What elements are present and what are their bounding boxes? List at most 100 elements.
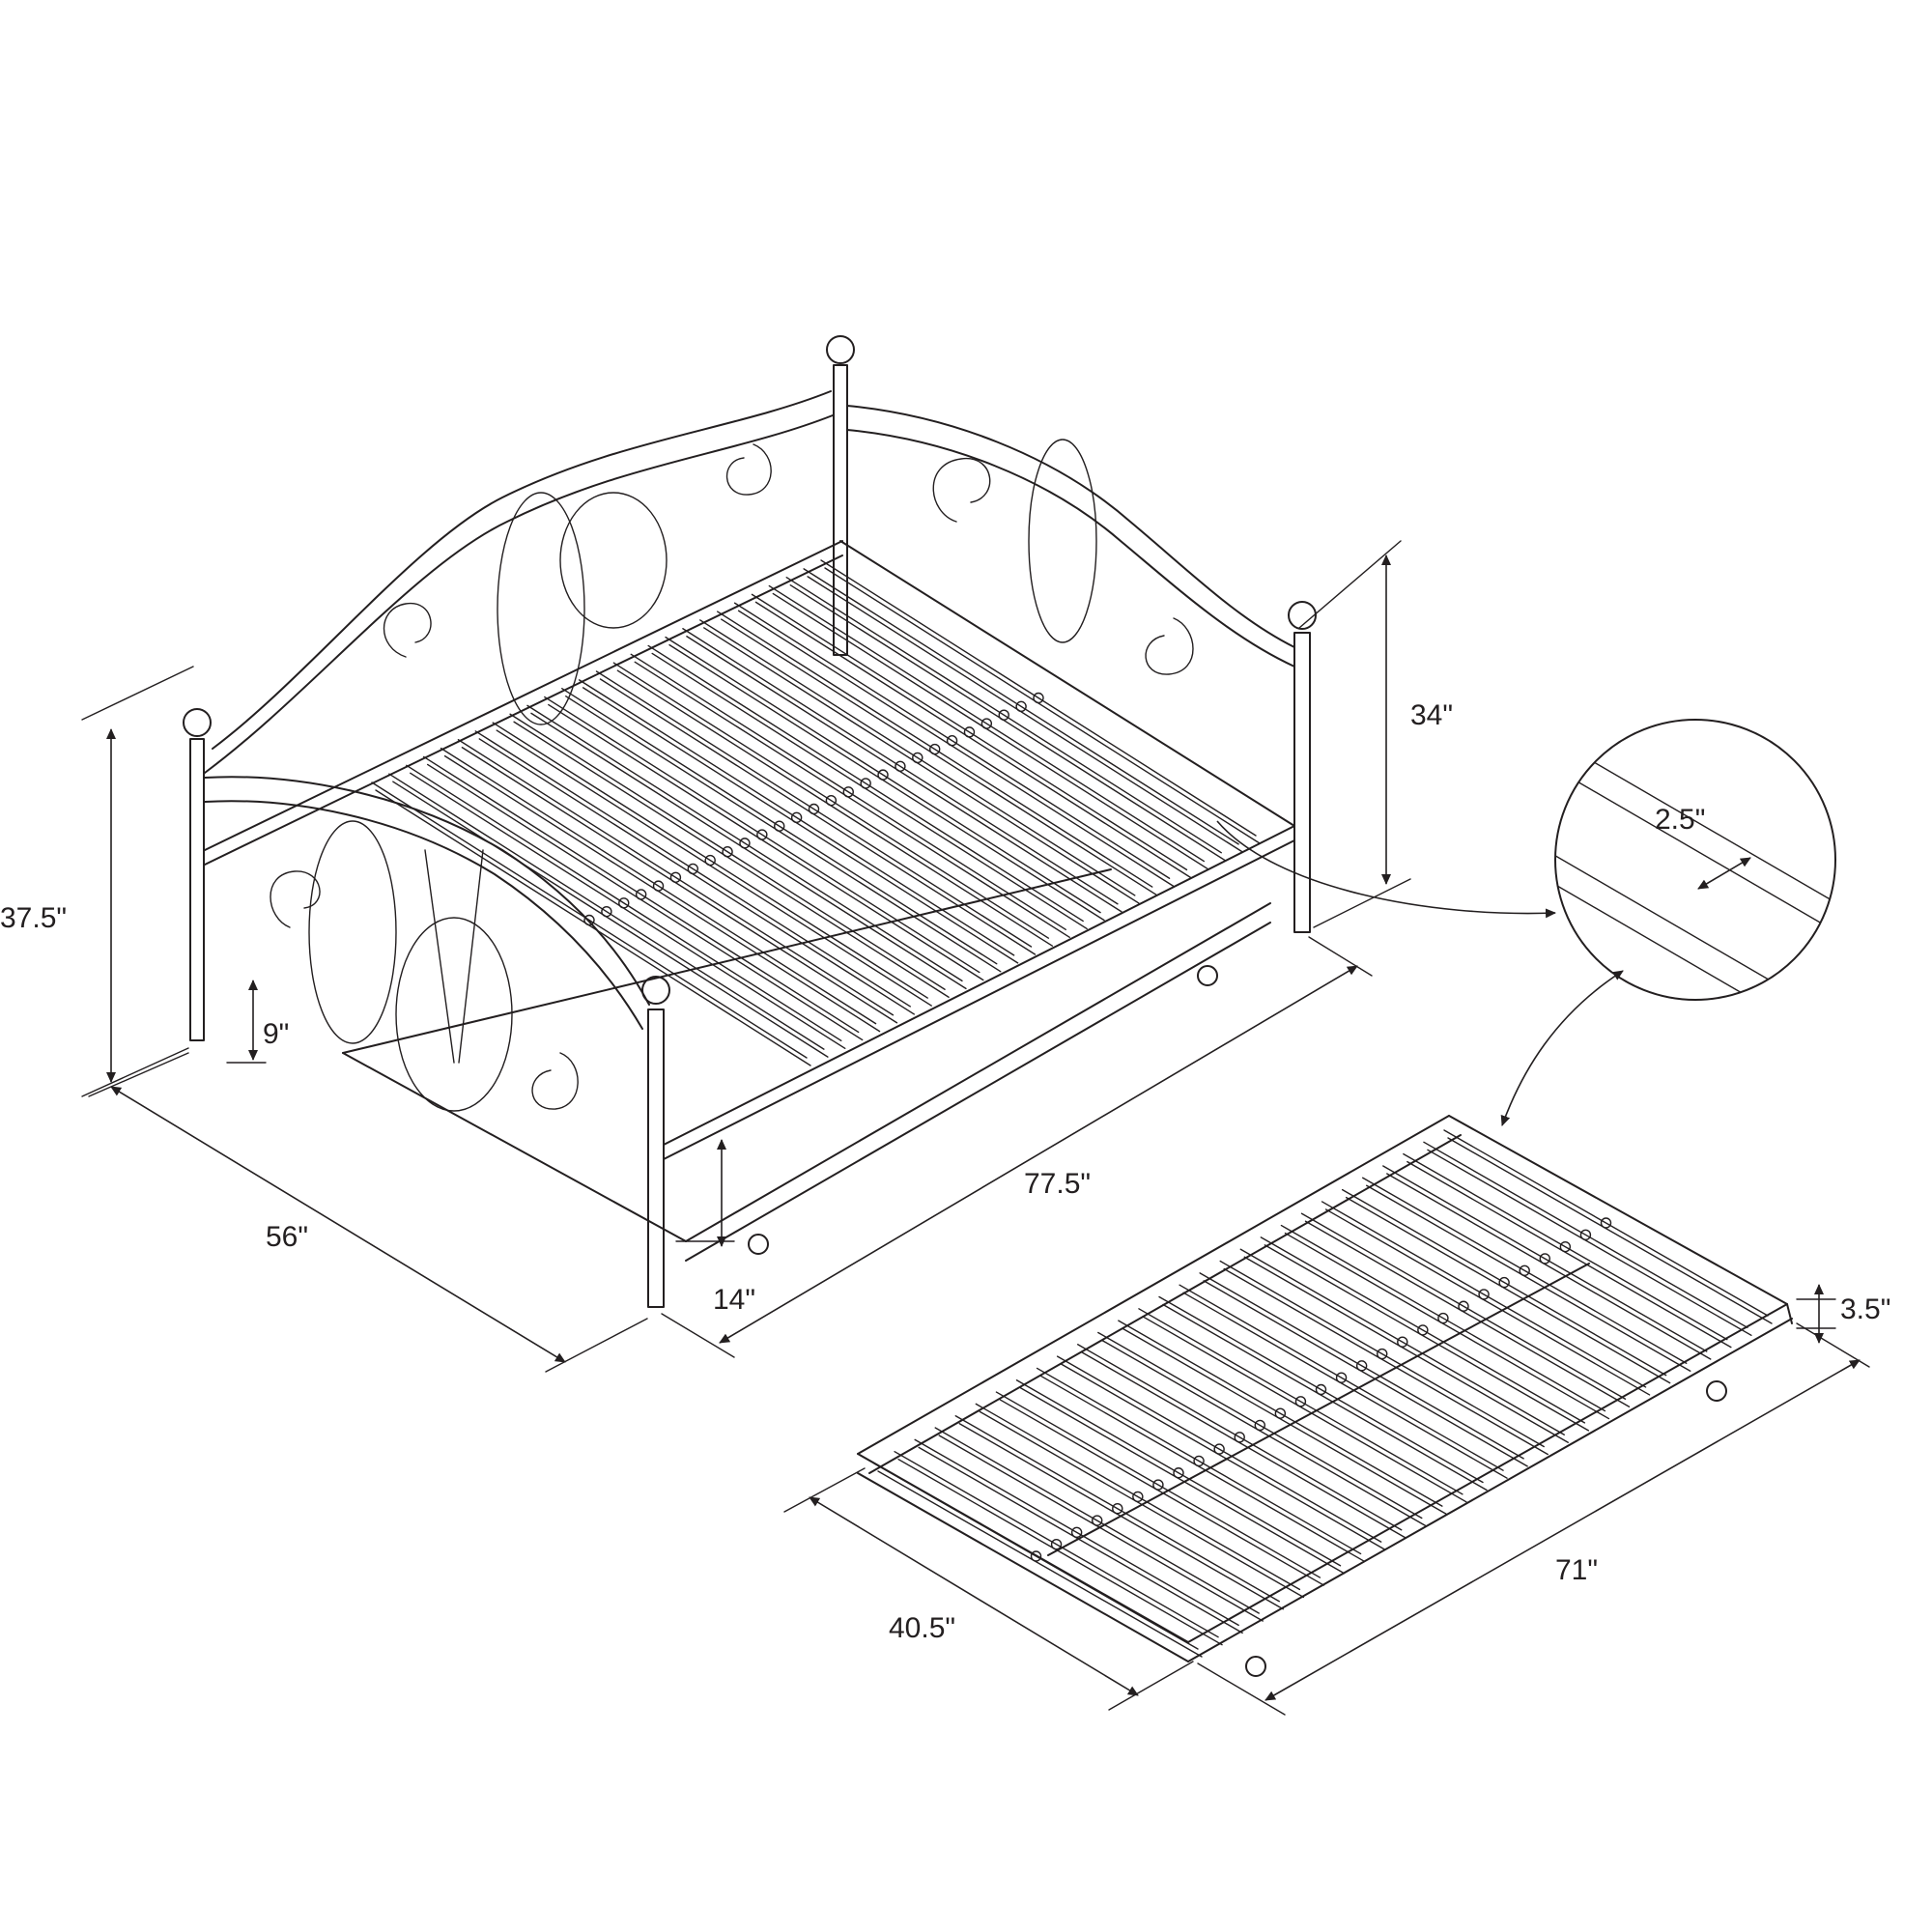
slat — [474, 730, 912, 1008]
slat-edge — [737, 610, 1175, 887]
slat-edge — [634, 661, 1070, 939]
slat — [612, 662, 1050, 939]
slat — [1443, 1129, 1769, 1317]
slat-edge — [686, 636, 1122, 913]
dim-slat-spacing: 2.5" — [1655, 804, 1705, 836]
slat — [820, 559, 1257, 837]
slat — [595, 670, 1033, 948]
daybed-dimension-labels: 37.5" 9" 56" 77.5" 34" 14" — [0, 699, 1453, 1316]
dim-daybed-height: 37.5" — [0, 902, 67, 934]
slat-bolt — [877, 769, 889, 781]
slat-edge — [1345, 1196, 1671, 1384]
slat-bolt — [1152, 1479, 1164, 1491]
slat — [492, 722, 928, 999]
slat — [803, 568, 1239, 845]
trundle-drawing — [857, 1115, 1793, 1677]
slat — [785, 576, 1222, 854]
slat — [630, 653, 1066, 931]
slat-bolt — [1033, 692, 1044, 704]
slat-bolt — [980, 718, 993, 729]
slat-edge — [599, 678, 1037, 955]
slat-bolt — [739, 838, 751, 849]
trundle-dimension-lines — [783, 1284, 1870, 1716]
slat-bolt — [1519, 1264, 1530, 1276]
slat-bolt — [1478, 1289, 1490, 1300]
slat-bolt — [895, 760, 906, 772]
slat — [1321, 1201, 1647, 1388]
slat-bolt — [601, 905, 612, 918]
slat-edge — [582, 687, 1019, 964]
slat-bolt — [1397, 1336, 1408, 1348]
slat-bolt — [946, 735, 958, 747]
slat — [647, 644, 1084, 923]
slat — [561, 687, 998, 965]
slat-edge — [496, 729, 932, 1007]
slat — [1362, 1177, 1688, 1364]
daybed-trundle — [342, 868, 1271, 1262]
slat-edge — [668, 643, 1105, 922]
slat-edge — [720, 618, 1157, 895]
slat-edge — [565, 695, 1002, 973]
slat — [1341, 1188, 1667, 1377]
slat-bolt — [1498, 1276, 1510, 1289]
slat — [544, 696, 980, 974]
slat-bolt — [704, 854, 716, 867]
slat-bolt — [963, 726, 976, 738]
slat-bolt — [912, 752, 923, 764]
slat — [716, 611, 1153, 888]
slat-edge — [772, 592, 1209, 870]
slat-bolt — [825, 794, 838, 807]
slat-edge — [807, 576, 1243, 853]
slat-edge — [548, 703, 984, 981]
slat — [768, 584, 1206, 863]
slat-bolt — [722, 846, 733, 858]
slat-bolt — [1539, 1253, 1550, 1264]
front-arm-panel — [204, 776, 650, 1112]
dim-arm-height: 34" — [1410, 699, 1453, 731]
dim-under-clearance: 9" — [263, 1018, 289, 1050]
slat — [388, 773, 825, 1050]
slat-edge — [651, 652, 1088, 930]
daybed-drawing — [183, 335, 1317, 1308]
slat-bolt — [1213, 1443, 1225, 1455]
slat-edge — [789, 583, 1226, 862]
slat-edge — [1366, 1184, 1691, 1372]
slat-bolt — [1600, 1217, 1612, 1229]
slat — [526, 704, 963, 982]
slat-edge — [754, 601, 1192, 879]
dim-daybed-length: 77.5" — [1024, 1168, 1091, 1200]
slat — [733, 602, 1171, 879]
slat-bolt — [1579, 1229, 1592, 1241]
slat-edge — [824, 567, 1261, 844]
slat-bolt — [635, 889, 647, 900]
slat-bolt — [669, 871, 682, 883]
dim-trundle-clearance: 14" — [713, 1284, 755, 1316]
slat-edge — [375, 789, 811, 1066]
dim-trundle-height: 3.5" — [1840, 1293, 1890, 1325]
slat-bolt — [1193, 1455, 1205, 1467]
slat-edge — [703, 627, 1140, 904]
slat — [509, 713, 946, 990]
slat — [1403, 1152, 1728, 1341]
slat-bolt — [652, 880, 665, 892]
slat — [578, 679, 1015, 956]
slat-edge — [1406, 1160, 1732, 1349]
slat-edge — [478, 738, 916, 1015]
trundle-dimension-labels: 3.5" 40.5" 71" — [889, 1293, 1890, 1644]
slat-bolt — [860, 778, 871, 789]
slat-bolt — [1234, 1432, 1245, 1443]
slat-edge — [616, 669, 1054, 947]
slat-bolt — [618, 897, 630, 909]
slat-edge — [530, 712, 967, 990]
slat-bolt — [790, 811, 803, 824]
slat-bolt — [842, 786, 854, 798]
slat-bolt — [1377, 1348, 1388, 1360]
slat-edge — [1386, 1173, 1712, 1360]
slat-bolt — [1173, 1467, 1184, 1479]
slat — [699, 619, 1136, 896]
slat-edge — [1427, 1149, 1752, 1337]
slat-bolt — [1015, 700, 1027, 713]
slat-edge — [1447, 1137, 1773, 1324]
slat — [665, 636, 1101, 914]
